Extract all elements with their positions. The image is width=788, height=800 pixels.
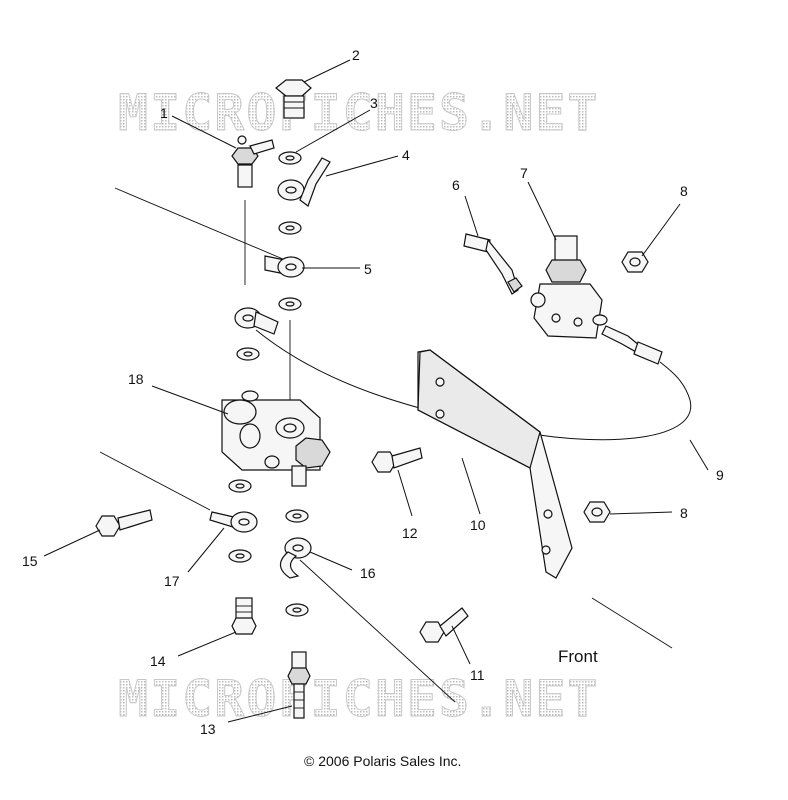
part-5-banjo — [264, 255, 305, 278]
part-15-bolt — [95, 509, 153, 537]
part-13-stud — [287, 651, 311, 719]
callout-17: 17 — [164, 573, 180, 589]
callout-18: 18 — [128, 371, 144, 387]
part-7-valve — [530, 235, 608, 339]
callout-10: 10 — [470, 517, 486, 533]
banjo-fitting-left — [234, 307, 279, 335]
washers — [228, 151, 309, 617]
callout-8-bottom: 8 — [680, 505, 688, 521]
leader-lines — [43, 59, 709, 723]
part-11-bolt — [419, 607, 469, 643]
callout-3: 3 — [370, 95, 378, 111]
part-1-switch — [231, 135, 275, 188]
part-8-nut-top — [621, 251, 649, 273]
callout-9: 9 — [716, 467, 724, 483]
part-8-nut-bottom — [583, 501, 611, 523]
copyright-text: © 2006 Polaris Sales Inc. — [304, 753, 461, 769]
watermark-bottom: MICROFICHES.NET — [118, 670, 600, 728]
callout-7: 7 — [520, 165, 528, 181]
callout-8-top: 8 — [680, 183, 688, 199]
callouts: 2 1 3 4 5 6 7 8 18 9 8 12 10 15 17 16 14… — [22, 47, 724, 737]
callout-1: 1 — [160, 105, 168, 121]
callout-14: 14 — [150, 653, 166, 669]
part-10-bracket — [417, 349, 573, 579]
callout-15: 15 — [22, 553, 38, 569]
part-2-bolt — [275, 79, 312, 119]
watermark-top: MICROFICHES.NET — [118, 84, 600, 142]
front-label: Front — [558, 647, 598, 666]
reference-lines — [99, 187, 673, 703]
callout-16: 16 — [360, 565, 376, 581]
callout-11: 11 — [470, 667, 485, 683]
callout-2: 2 — [352, 47, 360, 63]
part-12-bolt — [371, 447, 423, 473]
callout-13: 13 — [200, 721, 216, 737]
part-9-brake-line — [255, 329, 692, 441]
callout-6: 6 — [452, 177, 460, 193]
part-14-bolt — [231, 597, 257, 635]
callout-5: 5 — [364, 261, 372, 277]
part-17-banjo — [209, 511, 258, 533]
part-18-valve-block — [221, 390, 331, 487]
callout-12: 12 — [402, 525, 418, 541]
part-16-banjo — [279, 537, 312, 579]
part-4-banjo — [277, 157, 331, 207]
brake-line-end-fitting — [601, 325, 663, 365]
part-6-fitting — [463, 233, 523, 295]
callout-4: 4 — [402, 147, 410, 163]
